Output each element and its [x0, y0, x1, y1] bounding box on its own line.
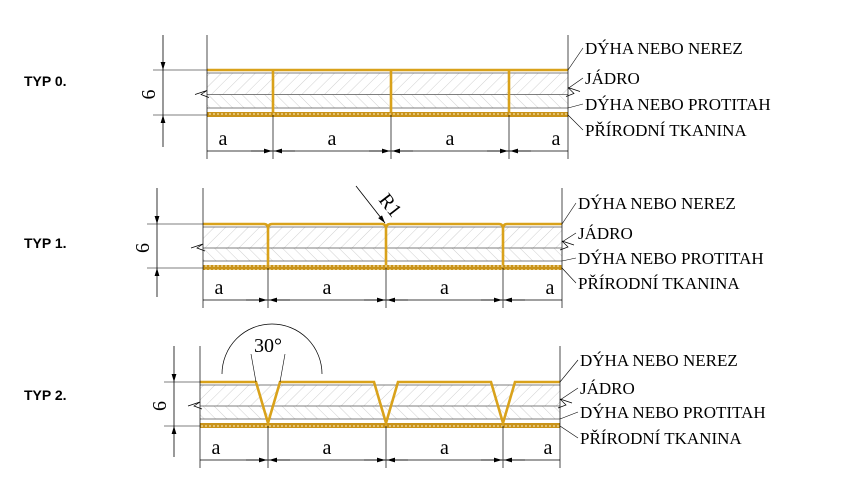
layer-label: DÝHA NEBO NEREZ	[578, 194, 736, 213]
panel-type-0: TYP 0. 6 a a a a DÝHA NEBO NEREZ JÁDRO DÝHA NEBO…	[24, 35, 771, 159]
layer-label: DÝHA NEBO PROTITAH	[578, 249, 764, 268]
panel-type-2: TYP 2. 6 a a a a DÝHA NEBO NEREZ JÁDRO DÝHA NEBO…	[24, 323, 766, 468]
fabric-layer	[207, 112, 568, 117]
type-label: TYP 1.	[24, 235, 67, 251]
veneer-top	[203, 222, 562, 265]
leader-line	[561, 232, 577, 243]
break-mark	[194, 90, 210, 98]
veneer-top	[207, 68, 568, 112]
core-upper-hatch	[200, 385, 560, 406]
thickness-label: 6	[132, 243, 154, 253]
leader-line	[567, 77, 584, 89]
break-mark	[565, 87, 581, 97]
leader-line	[559, 387, 579, 401]
leader-line	[567, 47, 584, 71]
type-label: TYP 2.	[24, 387, 67, 403]
spacing-label: a	[212, 437, 221, 459]
layer-label: JÁDRO	[578, 224, 633, 243]
core-upper-hatch	[203, 227, 562, 248]
radius-label: R1	[374, 190, 406, 222]
radius-leader	[355, 185, 386, 224]
leader-line	[559, 411, 579, 420]
core-lower-hatch	[203, 248, 562, 261]
spacing-label: a	[328, 128, 337, 150]
layer-label: PŘÍRODNÍ TKANINA	[585, 121, 747, 140]
angle-extension	[279, 353, 286, 383]
spacing-label: a	[546, 277, 555, 299]
layer-label: DÝHA NEBO PROTITAH	[585, 95, 771, 114]
spacing-label: a	[323, 277, 332, 299]
leader-line	[567, 114, 584, 131]
core-upper-hatch	[207, 73, 568, 95]
break-mark	[187, 401, 203, 410]
spacing-label: a	[544, 437, 553, 459]
break-mark	[559, 240, 575, 251]
leader-line	[561, 267, 577, 284]
layer-label: DÝHA NEBO NEREZ	[585, 39, 743, 58]
fabric-layer	[200, 423, 560, 428]
type-label: TYP 0.	[24, 73, 67, 89]
core-lower-hatch	[207, 94, 568, 108]
break-mark	[557, 398, 573, 409]
veneer-top	[200, 380, 560, 428]
spacing-label: a	[323, 437, 332, 459]
panel-type-1: TYP 1. 6 a a a a DÝHA NEBO NEREZ JÁDRO DÝHA NEBO…	[24, 185, 764, 308]
layer-label: JÁDRO	[585, 69, 640, 88]
thickness-label: 6	[138, 90, 160, 100]
angle-extension	[250, 353, 257, 383]
layer-label: JÁDRO	[580, 379, 635, 398]
fabric-layer	[203, 265, 562, 270]
spacing-label: a	[552, 128, 561, 150]
spacing-label: a	[440, 437, 449, 459]
spacing-label: a	[446, 128, 455, 150]
leader-line	[567, 103, 584, 109]
core-lower-hatch	[200, 406, 560, 419]
leader-line	[561, 202, 577, 225]
thickness-label: 6	[149, 401, 171, 411]
leader-line	[559, 359, 579, 383]
spacing-label: a	[219, 128, 228, 150]
layer-label: DÝHA NEBO NEREZ	[580, 351, 738, 370]
leader-line	[561, 257, 577, 262]
spacing-label: a	[215, 277, 224, 299]
layer-label: PŘÍRODNÍ TKANINA	[580, 429, 742, 448]
layer-label: DÝHA NEBO PROTITAH	[580, 403, 766, 422]
angle-arc	[221, 323, 323, 375]
spacing-label: a	[440, 277, 449, 299]
layer-label: PŘÍRODNÍ TKANINA	[578, 274, 740, 293]
break-mark	[190, 243, 206, 252]
angle-label: 30°	[254, 335, 282, 357]
leader-line	[559, 425, 579, 439]
